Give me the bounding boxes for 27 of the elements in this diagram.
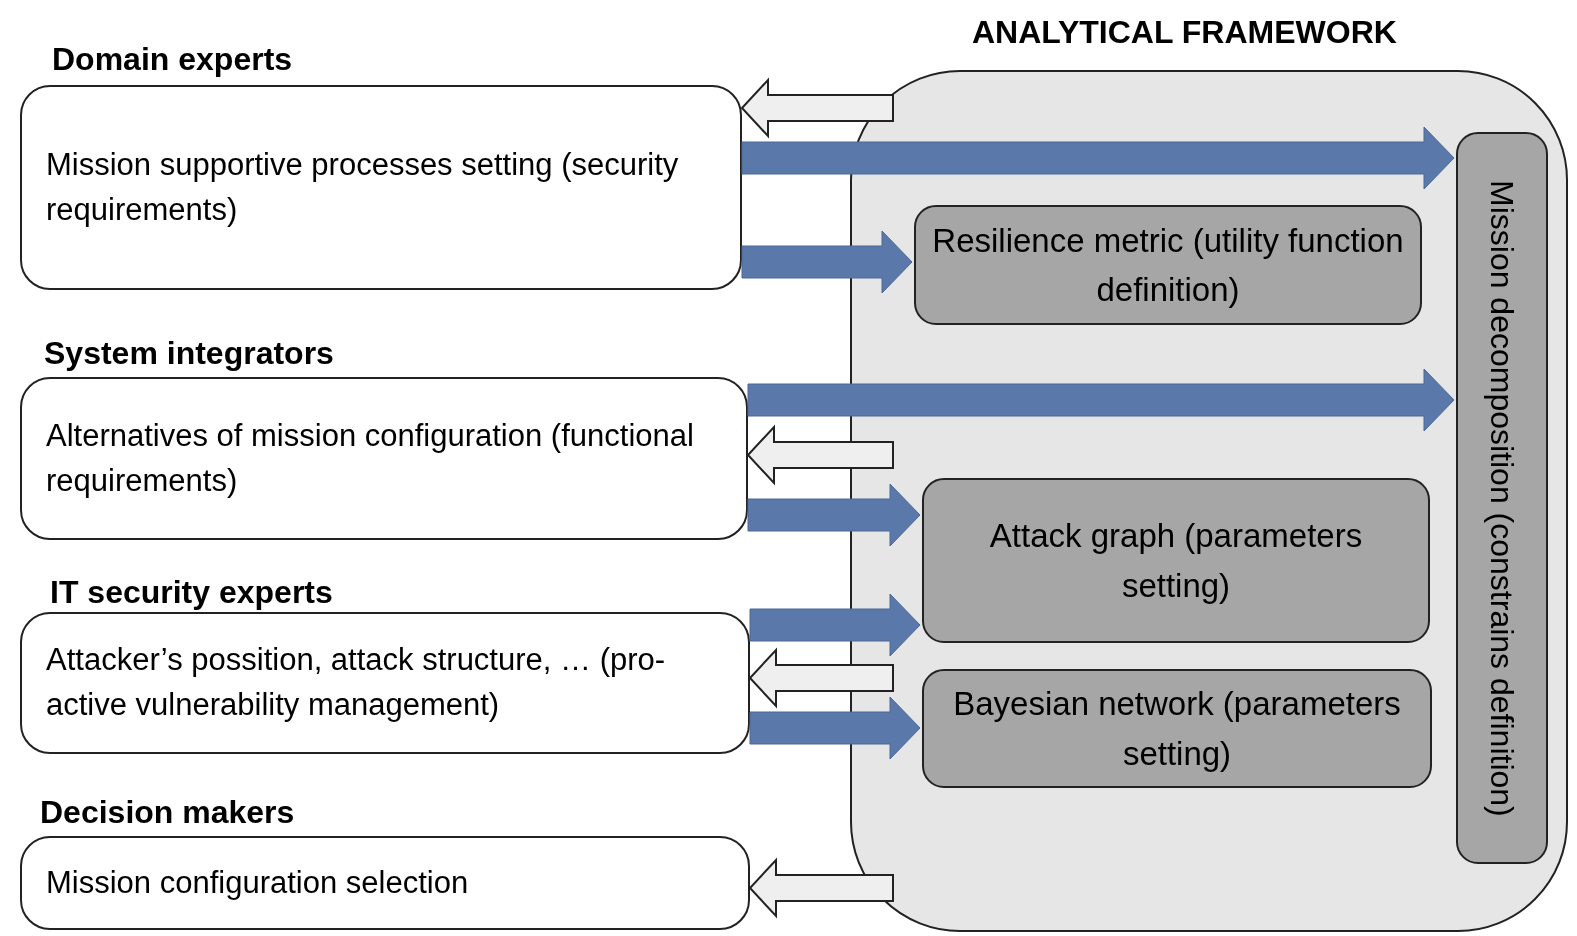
- process-box: [914, 205, 1422, 325]
- block-arrow: [747, 368, 1455, 432]
- process-box: [922, 669, 1432, 788]
- block-arrow: [741, 230, 913, 294]
- block-arrow: [749, 593, 921, 657]
- role-heading: Decision makers: [40, 793, 295, 832]
- box-text: Mission decomposition (constrains definition): [1483, 179, 1521, 817]
- outline-block-arrow: [748, 857, 894, 919]
- box-text: Bayesian network (parameters setting): [952, 684, 1402, 774]
- role-heading: System integrators: [44, 334, 334, 373]
- block-arrow: [747, 483, 921, 547]
- outline-block-arrow: [740, 77, 894, 139]
- vertical-bar: [1456, 132, 1548, 864]
- framework-title: ANALYTICAL FRAMEWORK: [972, 13, 1397, 52]
- outline-block-arrow: [748, 647, 894, 709]
- box-text: Attack graph (parameters setting): [988, 516, 1364, 606]
- role-heading: Domain experts: [52, 40, 293, 79]
- box-text: Mission configuration selection: [46, 863, 469, 902]
- role-heading: IT security experts: [50, 573, 333, 612]
- block-arrow: [741, 126, 1455, 190]
- block-arrow: [749, 696, 921, 760]
- box-text: Mission supportive processes setting (security requirements): [46, 145, 680, 229]
- box-text: Resilience metric (utility function definition): [931, 220, 1405, 310]
- process-box: [922, 478, 1430, 643]
- box-text: Attacker’s possition, attack structure, … (pro-active vulnerability management): [46, 641, 667, 724]
- box-text: Alternatives of mission configuration (functional requirements): [46, 416, 695, 500]
- outline-block-arrow: [746, 424, 894, 486]
